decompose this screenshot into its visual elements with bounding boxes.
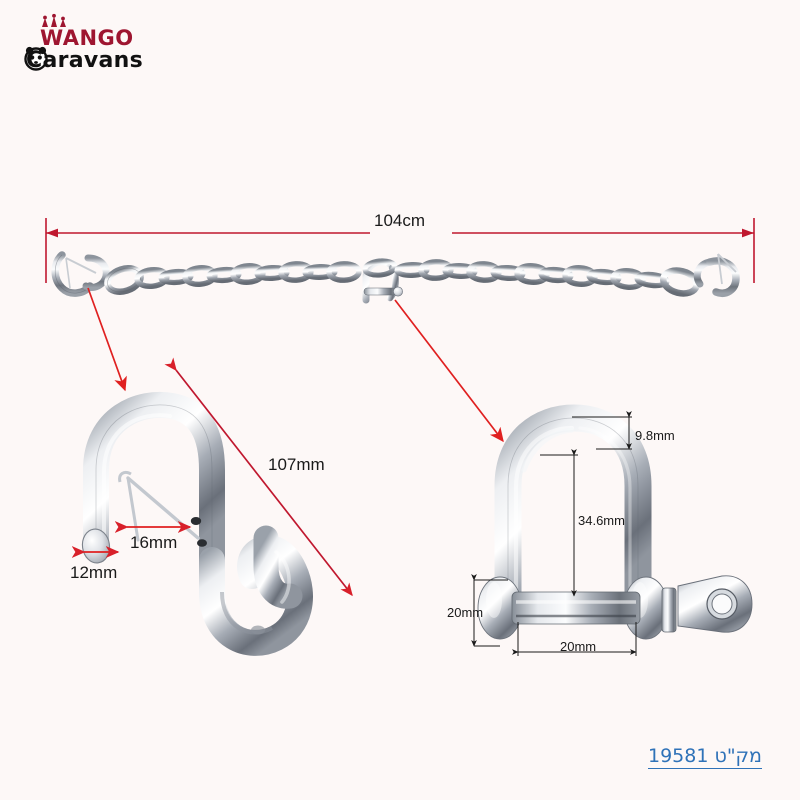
s-hook-hole-lower [197, 539, 207, 547]
dimension-s-hook-length-107mm [164, 357, 353, 597]
label-shackle-thickness: 9.8mm [635, 428, 675, 443]
d-shackle-illustration [477, 404, 753, 640]
label-chain-overall: 104cm [374, 211, 426, 230]
callout-arrow-to-s-hook [87, 287, 127, 392]
label-shackle-height: 34.6mm [578, 513, 625, 528]
d-shackle-screw-pin [511, 591, 641, 625]
dimension-shackle-height-34-6mm [540, 449, 578, 597]
chain-right-connector-link [660, 267, 700, 297]
callout-arrow-to-d-shackle [394, 299, 504, 443]
label-shackle-pin: 20mm [560, 639, 597, 654]
chain-left-s-hook [51, 251, 110, 297]
logo-text-wango: WANGO [40, 26, 134, 50]
chain-middle-d-shackle [362, 258, 403, 304]
chain-assembly [51, 251, 740, 304]
s-hook-hole-upper [190, 517, 202, 525]
panda-face-icon [24, 46, 48, 71]
s-hook-illustration [81, 392, 313, 656]
label-shackle-width: 20mm [447, 605, 484, 620]
dimension-shackle-thickness-9-8mm [572, 411, 632, 450]
chain-links-left-segment [134, 261, 362, 290]
logo-text-caravans: Caravans [26, 48, 144, 73]
dimension-shackle-pin-20mm [512, 622, 637, 656]
label-s-hook-throat: 16mm [130, 533, 178, 552]
chain-right-s-hook [693, 253, 740, 297]
dimension-chain-overall-104cm [45, 218, 755, 283]
d-shackle-pin-collar [661, 587, 677, 633]
dimension-shackle-width-20mm [471, 574, 508, 647]
sku-link[interactable]: מק"ט 19581 [648, 745, 762, 769]
label-s-hook-rod: 12mm [70, 563, 118, 582]
crown-icon [42, 13, 66, 27]
s-hook-safety-latch [118, 470, 200, 542]
label-s-hook-length: 107mm [268, 455, 325, 474]
d-shackle-pin-eye [677, 575, 753, 633]
chain-links-right-segment [394, 259, 670, 290]
brand-logo: WANGO Caravans [18, 13, 188, 76]
